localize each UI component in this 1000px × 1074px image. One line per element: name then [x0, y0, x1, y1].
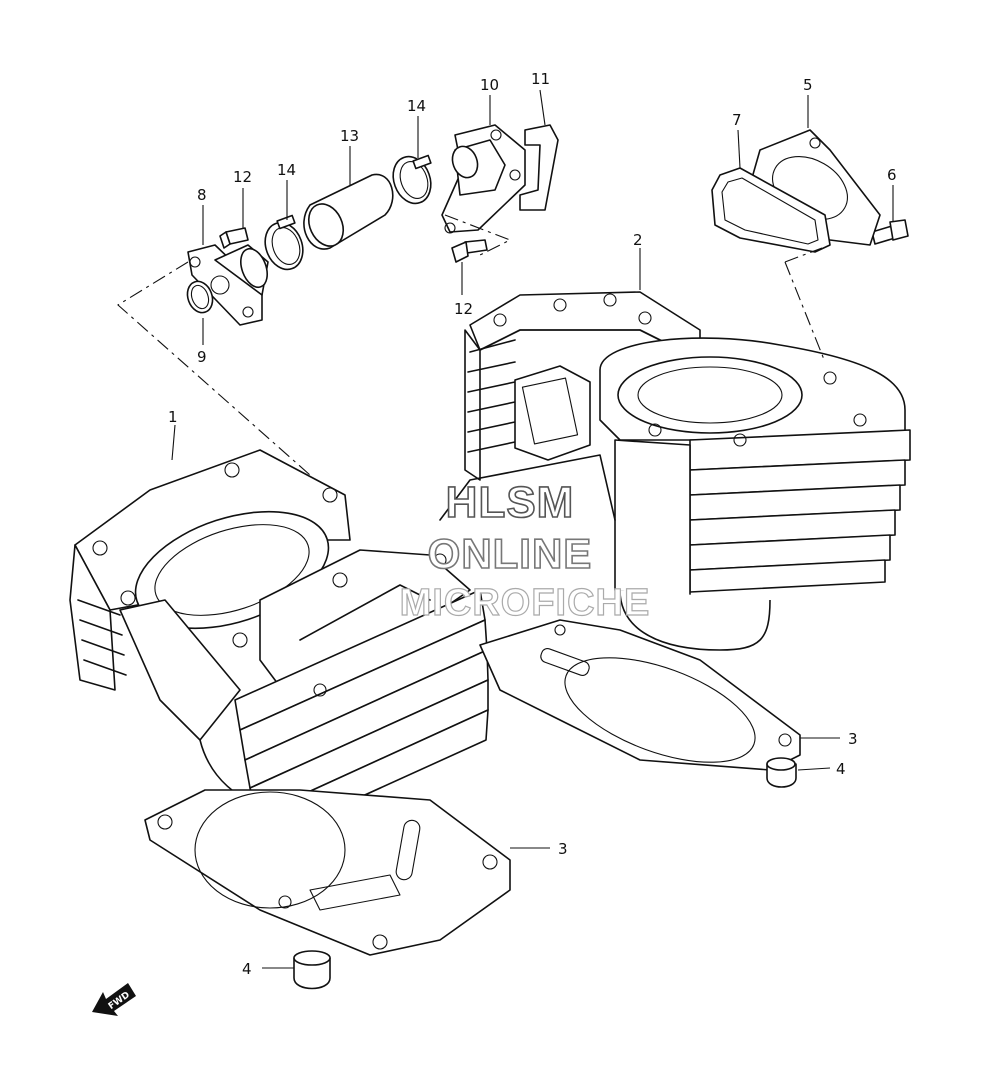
- water-hose-part-13: [303, 173, 394, 250]
- callout-4-rear: 4: [836, 760, 846, 778]
- callout-7: 7: [732, 111, 742, 129]
- callout-3-rear: 3: [848, 730, 858, 748]
- callout-8: 8: [197, 186, 207, 204]
- callout-14-upper: 14: [407, 97, 426, 115]
- callout-5: 5: [803, 76, 813, 94]
- hose-clamp-part-14-upper: [392, 154, 432, 205]
- callout-labels: 1 2 3 3 4 4 5 6 7 8 9 10 11 12 12 13 14 …: [168, 70, 897, 978]
- watermark-line-2: ONLINE: [427, 529, 593, 578]
- callout-14-lower: 14: [277, 161, 296, 179]
- dowel-pin-part-4-rear: [766, 757, 797, 788]
- callout-10: 10: [480, 76, 499, 94]
- bolt-part-12-lower: [451, 239, 488, 263]
- callout-9: 9: [197, 348, 207, 366]
- front-base-gasket-part-3: [144, 789, 511, 956]
- bolt-part-6: [871, 219, 909, 245]
- dowel-pin-part-4-front: [293, 950, 331, 990]
- front-cylinder-part-1: [69, 449, 489, 839]
- callout-2: 2: [633, 231, 643, 249]
- water-inlet-part-10: [441, 124, 526, 234]
- callout-1: 1: [168, 408, 178, 426]
- leader-lines: [171, 89, 894, 969]
- callout-11: 11: [531, 70, 550, 88]
- gasket-part-7: [711, 167, 831, 253]
- callout-6: 6: [887, 166, 897, 184]
- bolt-part-12-upper: [219, 227, 249, 249]
- gasket-part-11: [519, 124, 559, 211]
- fwd-arrow-icon: FWD: [92, 983, 136, 1016]
- watermark-line-3: MICROFICHE: [399, 581, 651, 624]
- callout-12-lower: 12: [454, 300, 473, 318]
- hose-clamp-part-14-lower: [264, 214, 304, 271]
- callout-3-front: 3: [558, 840, 568, 858]
- watermark-line-1: HLSM: [445, 477, 575, 528]
- alignment-lines: [117, 214, 826, 476]
- water-outlet-part-8: [187, 244, 269, 326]
- rear-cylinder-part-2: [439, 291, 911, 651]
- callout-13: 13: [340, 127, 359, 145]
- callout-12-upper: 12: [233, 168, 252, 186]
- callout-4-front: 4: [242, 960, 252, 978]
- rear-base-gasket-part-3: [479, 619, 801, 771]
- o-ring-part-9: [186, 280, 214, 314]
